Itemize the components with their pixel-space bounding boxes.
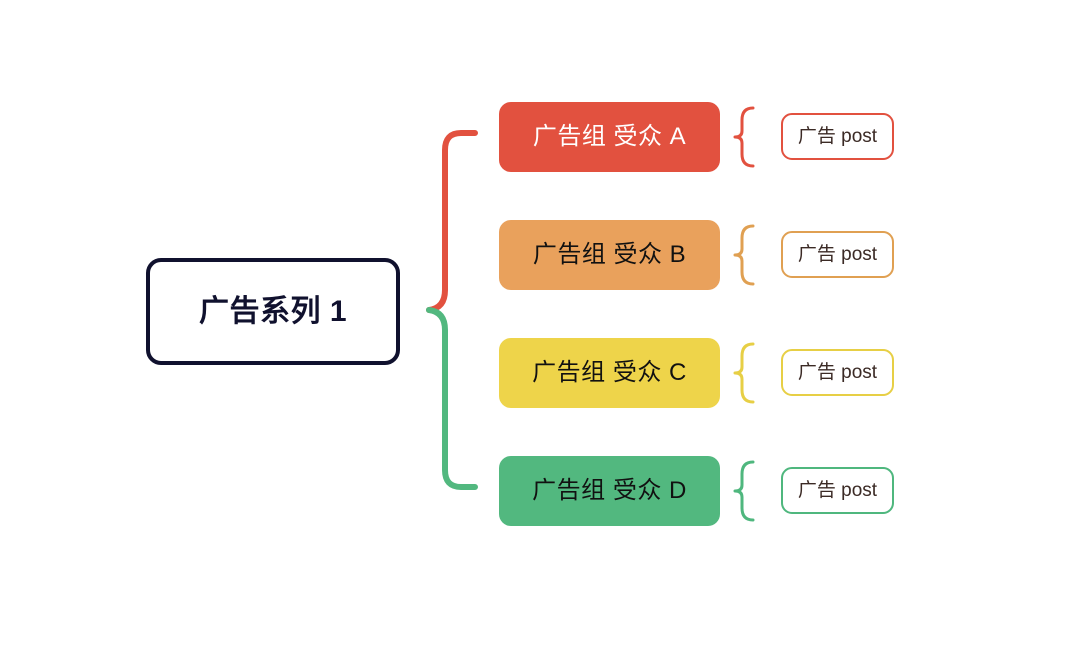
post-brace-a [731, 102, 765, 172]
adset-box-c[interactable]: 广告组 受众 C [499, 338, 720, 408]
post-brace-c [731, 338, 765, 408]
post-box-c[interactable]: 广告 post [781, 349, 894, 396]
adset-label-d: 广告组 受众 D [532, 477, 687, 504]
post-label-d: 广告 post [797, 480, 878, 501]
post-label-b: 广告 post [797, 244, 878, 265]
post-box-d[interactable]: 广告 post [781, 467, 894, 514]
branch-connector-upper [426, 130, 478, 313]
adset-label-b: 广告组 受众 B [532, 241, 687, 268]
branch-connector-lower [426, 307, 478, 490]
adset-label-a: 广告组 受众 A [532, 123, 687, 150]
post-brace-b [731, 220, 765, 290]
post-label-c: 广告 post [797, 362, 878, 383]
post-label-a: 广告 post [797, 126, 878, 147]
adset-box-d[interactable]: 广告组 受众 D [499, 456, 720, 526]
campaign-node[interactable]: 广告系列 1 [146, 258, 400, 365]
adset-box-a[interactable]: 广告组 受众 A [499, 102, 720, 172]
post-brace-d [731, 456, 765, 526]
campaign-node-label: 广告系列 1 [198, 294, 348, 328]
adset-label-c: 广告组 受众 C [532, 359, 687, 386]
adset-box-b[interactable]: 广告组 受众 B [499, 220, 720, 290]
post-box-b[interactable]: 广告 post [781, 231, 894, 278]
post-box-a[interactable]: 广告 post [781, 113, 894, 160]
